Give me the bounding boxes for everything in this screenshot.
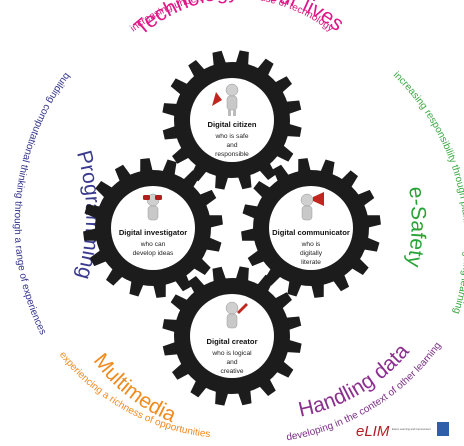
gear-creator-hub xyxy=(190,294,274,378)
communicator-figure-icon xyxy=(300,192,324,221)
programming-subtitle: building computational thinking through … xyxy=(12,70,72,336)
investigator-line-2: develop ideas xyxy=(133,250,174,257)
investigator-line-1: who can xyxy=(140,241,166,248)
gear-citizen-hub xyxy=(190,78,274,162)
communicator-line-2: digitally xyxy=(300,250,323,257)
citizen-line-2: and xyxy=(226,142,237,149)
creator-line-1: who is logical xyxy=(211,350,252,357)
communicator-line-1: who is xyxy=(301,241,321,248)
gear-investigator-label: Digital investigator who can develop ide… xyxy=(119,228,187,257)
communicator-title: Digital communicator xyxy=(272,228,350,237)
handling-data-title: Handling data xyxy=(296,339,414,421)
communicator-line-3: literate xyxy=(301,259,321,266)
investigator-figure-icon xyxy=(143,193,162,221)
creator-figure-icon xyxy=(225,301,248,329)
creator-title: Digital creator xyxy=(206,337,257,346)
citizen-title: Digital citizen xyxy=(208,120,257,129)
gear-citizen-label: Digital citizen who is safe and responsi… xyxy=(208,120,257,158)
investigator-title: Digital investigator xyxy=(119,228,187,237)
citizen-figure-icon xyxy=(212,83,239,116)
creator-line-3: creative xyxy=(220,368,243,375)
esafety-title: e-Safety xyxy=(402,185,430,269)
creator-line-2: and xyxy=(226,359,237,366)
gear-investigator-hub xyxy=(111,186,195,270)
elim-logo-text: eLIM xyxy=(356,423,390,440)
citizen-line-1: who is safe xyxy=(215,133,249,140)
gear-communicator-hub xyxy=(269,186,353,270)
gears-group xyxy=(83,50,381,406)
elim-logo: eLIM Essex Learning and Improvement xyxy=(356,422,449,440)
logo-badge-icon xyxy=(437,422,449,436)
technology-title: Technology in our lives xyxy=(130,0,348,40)
citizen-line-3: responsible xyxy=(215,151,249,158)
gear-communicator-label: Digital communicator who is digitally li… xyxy=(272,228,350,266)
gear-creator-label: Digital creator who is logical and creat… xyxy=(206,337,257,375)
elim-logo-tagline: Essex Learning and Improvement xyxy=(392,427,431,431)
